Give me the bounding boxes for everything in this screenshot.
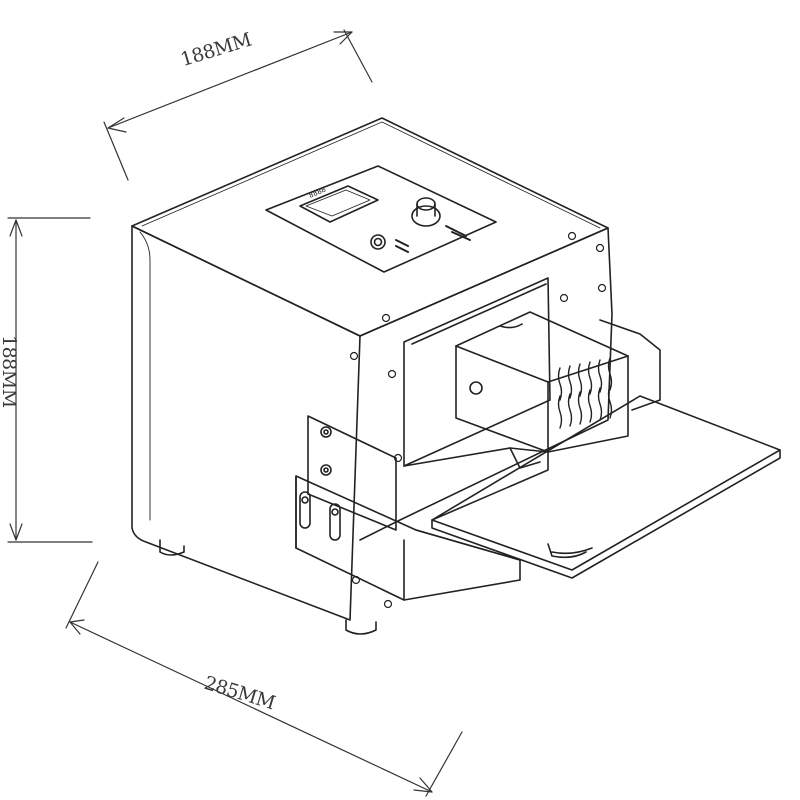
bracket-screw-bottom (320, 464, 332, 476)
adjust-slot-left (299, 491, 311, 529)
svg-text:8888: 8888 (308, 186, 328, 200)
control-panel: 8888 (265, 165, 497, 273)
knob-base (411, 205, 441, 227)
width-extension-right (343, 29, 373, 83)
depth-extension-left (65, 561, 99, 629)
foot-left (159, 539, 185, 556)
sealing-window (403, 277, 551, 467)
foot-front (345, 619, 377, 635)
machine-body (131, 117, 613, 635)
front-plate (295, 475, 521, 601)
depth-extension-right (425, 731, 463, 797)
right-face (359, 227, 613, 541)
adjust-slot-right (329, 503, 341, 541)
foot-right (547, 543, 587, 559)
height-dimension-label: 188MM (0, 335, 20, 408)
bracket-screw-top (320, 426, 332, 438)
body-screws (349, 231, 607, 609)
width-dimension-line (107, 31, 353, 129)
left-face (131, 225, 361, 621)
lcd-display (299, 185, 379, 223)
width-extension-left (103, 121, 129, 181)
top-face (131, 117, 609, 337)
panel-plate (265, 165, 497, 273)
knob-top (416, 197, 436, 211)
upper-bracket (307, 415, 397, 531)
dimension-lines (7, 29, 463, 797)
power-button (370, 234, 386, 250)
vent-slots (557, 357, 613, 429)
depth-dimension-line (69, 621, 433, 793)
input-guide (295, 415, 521, 601)
output-tray (431, 395, 781, 579)
motor-block (455, 311, 661, 453)
